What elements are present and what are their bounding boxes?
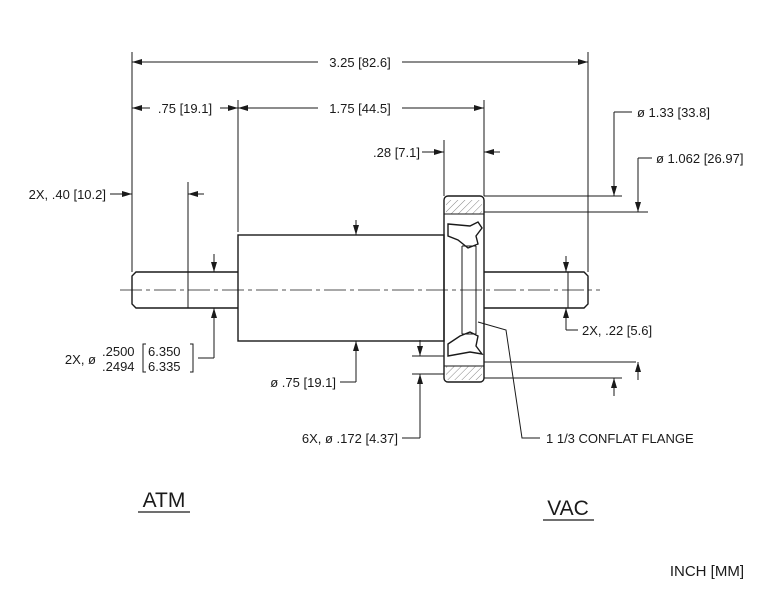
conflat-flange xyxy=(443,195,485,383)
flange-section-top xyxy=(446,200,482,214)
feedthrough-body xyxy=(237,234,445,342)
chamfer-vac-label: 2X, .22 [5.6] xyxy=(582,323,652,338)
bolt-circle-label: ø 1.062 [26.97] xyxy=(656,151,743,166)
side-labels: ATM VAC INCH [MM] xyxy=(138,489,744,580)
chamfer-atm-label: 2X, .40 [10.2] xyxy=(29,187,106,202)
shaft-dia-prefix: 2X, ø xyxy=(65,352,96,367)
feedthrough-part xyxy=(120,195,648,383)
flange-callout-label: 1 1/3 CONFLAT FLANGE xyxy=(546,431,694,446)
body-dia-label: ø .75 [19.1] xyxy=(270,375,336,390)
dimension-labels: 3.25 [82.6] .75 [19.1] 1.75 [44.5] .28 [… xyxy=(29,55,744,446)
knife-edge-lower xyxy=(447,331,484,357)
mm-bracket-left xyxy=(142,343,146,373)
knife-edge-upper xyxy=(447,221,483,249)
dimension-lines xyxy=(110,52,652,439)
vac-shaft xyxy=(484,271,589,309)
shaft-dia-inch-min: .2494 xyxy=(102,359,135,374)
body-length-label: 1.75 [44.5] xyxy=(329,101,390,116)
units-label: INCH [MM] xyxy=(670,563,744,580)
vac-label: VAC xyxy=(547,497,589,520)
atm-shaft-length-label: .75 [19.1] xyxy=(158,101,212,116)
shaft-dia-mm-max: 6.350 xyxy=(148,344,181,359)
shaft-dia-inch-max: .2500 xyxy=(102,344,135,359)
bolt-holes-label: 6X, ø .172 [4.37] xyxy=(302,431,398,446)
mm-bracket-right xyxy=(190,343,194,373)
flange-section-bottom xyxy=(446,366,482,380)
atm-label: ATM xyxy=(143,489,186,512)
atm-shaft xyxy=(131,271,238,309)
flange-od-label: ø 1.33 [33.8] xyxy=(637,105,710,120)
flange-thickness-label: .28 [7.1] xyxy=(373,145,420,160)
shaft-dia-mm-min: 6.335 xyxy=(148,359,181,374)
overall-length-label: 3.25 [82.6] xyxy=(329,55,390,70)
